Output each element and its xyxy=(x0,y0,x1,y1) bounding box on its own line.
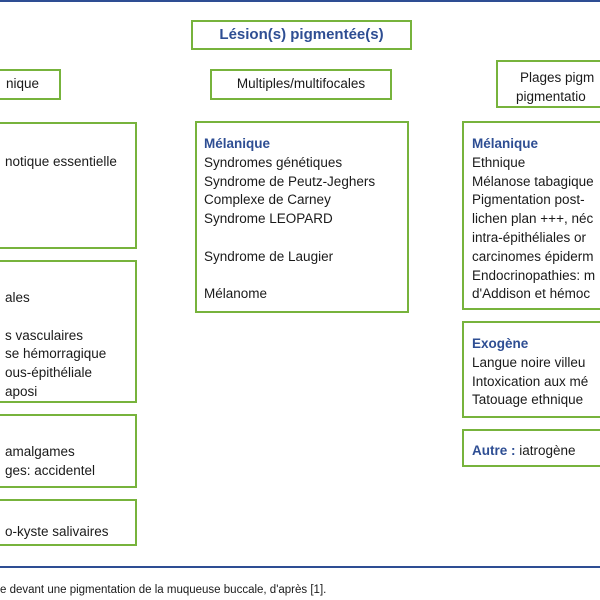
right-box-3-text: iatrogène xyxy=(515,443,576,458)
diagram-title: Lésion(s) pigmentée(s) xyxy=(219,25,384,43)
box-line: amalgames xyxy=(5,444,75,459)
left-box-4-lines: o-kyste salivaires xyxy=(5,523,135,542)
left-box-2: ales s vasculaires se hémorragique ous-épit… xyxy=(0,260,137,403)
box-line: s vasculaires xyxy=(5,327,84,343)
box-line: Tatouage ethnique xyxy=(472,392,584,408)
box-line: Mélanome xyxy=(204,286,268,302)
diagram-title-box: Lésion(s) pigmentée(s) xyxy=(191,20,412,50)
right-column-header-line1: Plages pigm xyxy=(520,70,595,85)
box-line: aposi xyxy=(5,383,38,399)
box-line: Pigmentation post- xyxy=(472,192,585,208)
box-line: notique essentielle xyxy=(5,154,117,169)
box-line: ous-épithéliale xyxy=(5,365,93,381)
middle-column-header: Multiples/multifocales xyxy=(210,69,392,100)
left-box-1: notique essentielle xyxy=(0,122,137,249)
box-line: Syndrome LEOPARD xyxy=(204,211,333,227)
figure-caption: e devant une pigmentation de la muqueuse… xyxy=(0,584,327,596)
box-line: intra-épithéliales or xyxy=(472,229,587,245)
box-line: Ethnique xyxy=(472,154,526,170)
box-line: Mélanose tabagique xyxy=(472,173,594,189)
box-line: ales xyxy=(5,290,30,305)
box-line: Syndrome de Laugier xyxy=(204,248,334,264)
middle-column-header-label: Multiples/multifocales xyxy=(236,76,366,92)
box-line: se hémorragique xyxy=(5,346,107,362)
left-box-4: o-kyste salivaires xyxy=(0,499,137,546)
top-rule xyxy=(0,0,600,2)
left-box-3-lines: amalgames ges: accidentel xyxy=(5,443,135,481)
right-box-2-heading: Exogène xyxy=(472,336,529,351)
left-box-3: amalgames ges: accidentel xyxy=(0,414,137,488)
left-column-header-label: nique xyxy=(6,76,40,92)
left-box-1-lines: notique essentielle xyxy=(5,153,135,172)
box-line xyxy=(204,229,407,248)
box-line: lichen plan +++, néc xyxy=(472,211,594,227)
left-box-2-lines: ales s vasculaires se hémorragique ous-épit… xyxy=(5,289,135,401)
box-line: o-kyste salivaires xyxy=(5,524,109,539)
box-line: Langue noire villeu xyxy=(472,354,586,370)
right-box-3-heading: Autre : xyxy=(472,443,516,458)
box-line: Syndromes génétiques xyxy=(204,154,343,170)
box-line: carcinomes épiderm xyxy=(472,248,594,264)
box-line: Endocrinopathies: m xyxy=(472,267,596,283)
box-line: Complexe de Carney xyxy=(204,192,331,208)
right-box-1-heading: Mélanique xyxy=(472,136,539,151)
right-box-3: Autre : iatrogène xyxy=(462,429,600,467)
bottom-rule xyxy=(0,566,600,568)
right-column-header: Plages pigm pigmentatio xyxy=(496,60,600,108)
box-line xyxy=(204,267,407,286)
right-column-header-line2: pigmentatio xyxy=(516,89,586,104)
middle-heading: Mélanique xyxy=(204,136,271,151)
box-line: ges: accidentel xyxy=(5,462,96,478)
box-line: d'Addison et hémoc xyxy=(472,286,591,302)
box-line: Intoxication aux mé xyxy=(472,373,589,389)
box-line xyxy=(5,308,135,327)
box-line: Syndrome de Peutz-Jeghers xyxy=(204,173,376,189)
left-column-header: nique xyxy=(0,69,61,100)
